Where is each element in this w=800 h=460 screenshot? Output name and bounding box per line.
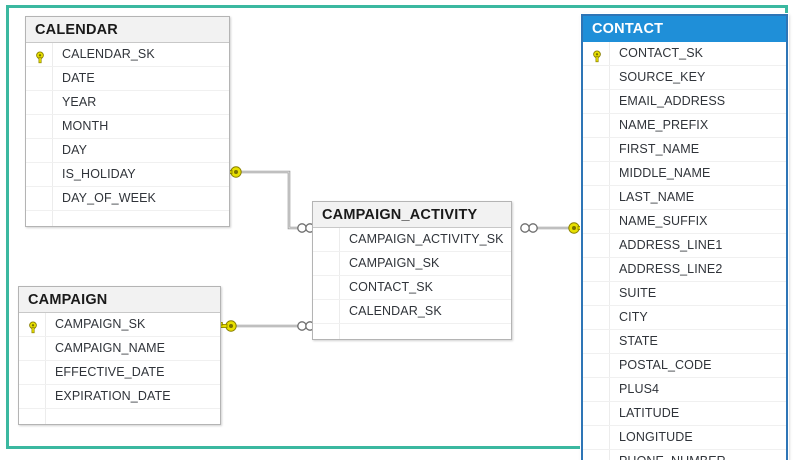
field-row[interactable]: DAY bbox=[26, 139, 229, 163]
entity-body-spacer bbox=[313, 324, 511, 339]
field-label: MIDDLE_NAME bbox=[619, 166, 711, 180]
field-row[interactable]: PHONE_NUMBER bbox=[583, 450, 786, 460]
field-row[interactable]: YEAR bbox=[26, 91, 229, 115]
field-row[interactable]: SOURCE_KEY bbox=[583, 66, 786, 90]
field-label: STATE bbox=[619, 334, 658, 348]
field-label: LAST_NAME bbox=[619, 190, 695, 204]
field-label: LATITUDE bbox=[619, 406, 680, 420]
entity-campaign-activity-fields: CAMPAIGN_ACTIVITY_SK CAMPAIGN_SK CONTACT_S… bbox=[313, 228, 511, 339]
field-row[interactable]: CALENDAR_SK bbox=[313, 300, 511, 324]
field-label: CITY bbox=[619, 310, 648, 324]
field-label: IS_HOLIDAY bbox=[62, 167, 136, 181]
entity-calendar[interactable]: CALENDAR CALENDAR_SK DATE YEAR MONTH DAY IS_H… bbox=[25, 16, 230, 227]
entity-calendar-fields: CALENDAR_SK DATE YEAR MONTH DAY IS_HOLIDAY DAY… bbox=[26, 43, 229, 226]
field-label: CAMPAIGN_SK bbox=[55, 317, 146, 331]
entity-campaign-activity-title: CAMPAIGN_ACTIVITY bbox=[313, 202, 511, 228]
field-label: CONTACT_SK bbox=[349, 280, 434, 294]
entity-contact-title: CONTACT bbox=[583, 16, 786, 42]
field-label: EFFECTIVE_DATE bbox=[55, 365, 165, 379]
field-row[interactable]: EMAIL_ADDRESS bbox=[583, 90, 786, 114]
entity-contact-fields: CONTACT_SK SOURCE_KEY EMAIL_ADDRESS NAME_PR… bbox=[583, 42, 786, 460]
field-row[interactable]: ADDRESS_LINE2 bbox=[583, 258, 786, 282]
entity-contact[interactable]: CONTACT CONTACT_SK SOURCE_KEY EMAIL_ADDRES… bbox=[581, 14, 788, 460]
field-row[interactable]: CAMPAIGN_SK bbox=[19, 313, 220, 337]
field-row[interactable]: POSTAL_CODE bbox=[583, 354, 786, 378]
field-row[interactable]: LONGITUDE bbox=[583, 426, 786, 450]
field-row[interactable]: MONTH bbox=[26, 115, 229, 139]
field-label: LONGITUDE bbox=[619, 430, 693, 444]
field-label: DAY_OF_WEEK bbox=[62, 191, 156, 205]
field-label: CAMPAIGN_SK bbox=[349, 256, 440, 270]
field-row[interactable]: SUITE bbox=[583, 282, 786, 306]
entity-body-spacer bbox=[26, 211, 229, 226]
field-row[interactable]: LAST_NAME bbox=[583, 186, 786, 210]
field-row[interactable]: DAY_OF_WEEK bbox=[26, 187, 229, 211]
field-label: ADDRESS_LINE1 bbox=[619, 238, 723, 252]
field-label: CONTACT_SK bbox=[619, 46, 704, 60]
field-label: SOURCE_KEY bbox=[619, 70, 706, 84]
field-row[interactable]: LATITUDE bbox=[583, 402, 786, 426]
field-label: SUITE bbox=[619, 286, 657, 300]
field-row[interactable]: ADDRESS_LINE1 bbox=[583, 234, 786, 258]
field-row[interactable]: CAMPAIGN_NAME bbox=[19, 337, 220, 361]
entity-campaign-fields: CAMPAIGN_SK CAMPAIGN_NAME EFFECTIVE_DATE EX… bbox=[19, 313, 220, 424]
entity-body-spacer bbox=[19, 409, 220, 424]
primary-key-icon bbox=[35, 48, 48, 64]
primary-key-icon bbox=[28, 318, 41, 334]
field-row[interactable]: STATE bbox=[583, 330, 786, 354]
field-label: CALENDAR_SK bbox=[62, 47, 155, 61]
field-row[interactable]: IS_HOLIDAY bbox=[26, 163, 229, 187]
field-label: MONTH bbox=[62, 119, 109, 133]
field-row[interactable]: EFFECTIVE_DATE bbox=[19, 361, 220, 385]
field-label: FIRST_NAME bbox=[619, 142, 700, 156]
field-row[interactable]: NAME_PREFIX bbox=[583, 114, 786, 138]
entity-campaign[interactable]: CAMPAIGN CAMPAIGN_SK CAMPAIGN_NAME EFFECTI… bbox=[18, 286, 221, 425]
primary-key-icon bbox=[592, 47, 605, 63]
field-row[interactable]: DATE bbox=[26, 67, 229, 91]
field-label: DAY bbox=[62, 143, 88, 157]
field-row[interactable]: CAMPAIGN_ACTIVITY_SK bbox=[313, 228, 511, 252]
field-row[interactable]: CONTACT_SK bbox=[313, 276, 511, 300]
field-label: YEAR bbox=[62, 95, 97, 109]
field-label: PLUS4 bbox=[619, 382, 660, 396]
field-label: PHONE_NUMBER bbox=[619, 450, 786, 460]
field-label: NAME_SUFFIX bbox=[619, 214, 708, 228]
field-row[interactable]: PLUS4 bbox=[583, 378, 786, 402]
field-label: EMAIL_ADDRESS bbox=[619, 94, 726, 108]
field-label: CAMPAIGN_ACTIVITY_SK bbox=[349, 232, 504, 246]
field-label: EXPIRATION_DATE bbox=[55, 389, 171, 403]
field-row[interactable]: CONTACT_SK bbox=[583, 42, 786, 66]
field-label: POSTAL_CODE bbox=[619, 358, 712, 372]
field-label: DATE bbox=[62, 71, 95, 85]
field-label: ADDRESS_LINE2 bbox=[619, 262, 723, 276]
entity-campaign-title: CAMPAIGN bbox=[19, 287, 220, 313]
field-row[interactable]: EXPIRATION_DATE bbox=[19, 385, 220, 409]
field-row[interactable]: CAMPAIGN_SK bbox=[313, 252, 511, 276]
field-row[interactable]: NAME_SUFFIX bbox=[583, 210, 786, 234]
field-row[interactable]: FIRST_NAME bbox=[583, 138, 786, 162]
field-label: NAME_PREFIX bbox=[619, 118, 709, 132]
field-row[interactable]: CALENDAR_SK bbox=[26, 43, 229, 67]
field-label: CAMPAIGN_NAME bbox=[55, 341, 166, 355]
field-row[interactable]: MIDDLE_NAME bbox=[583, 162, 786, 186]
entity-calendar-title: CALENDAR bbox=[26, 17, 229, 43]
field-label: CALENDAR_SK bbox=[349, 304, 442, 318]
field-row[interactable]: CITY bbox=[583, 306, 786, 330]
